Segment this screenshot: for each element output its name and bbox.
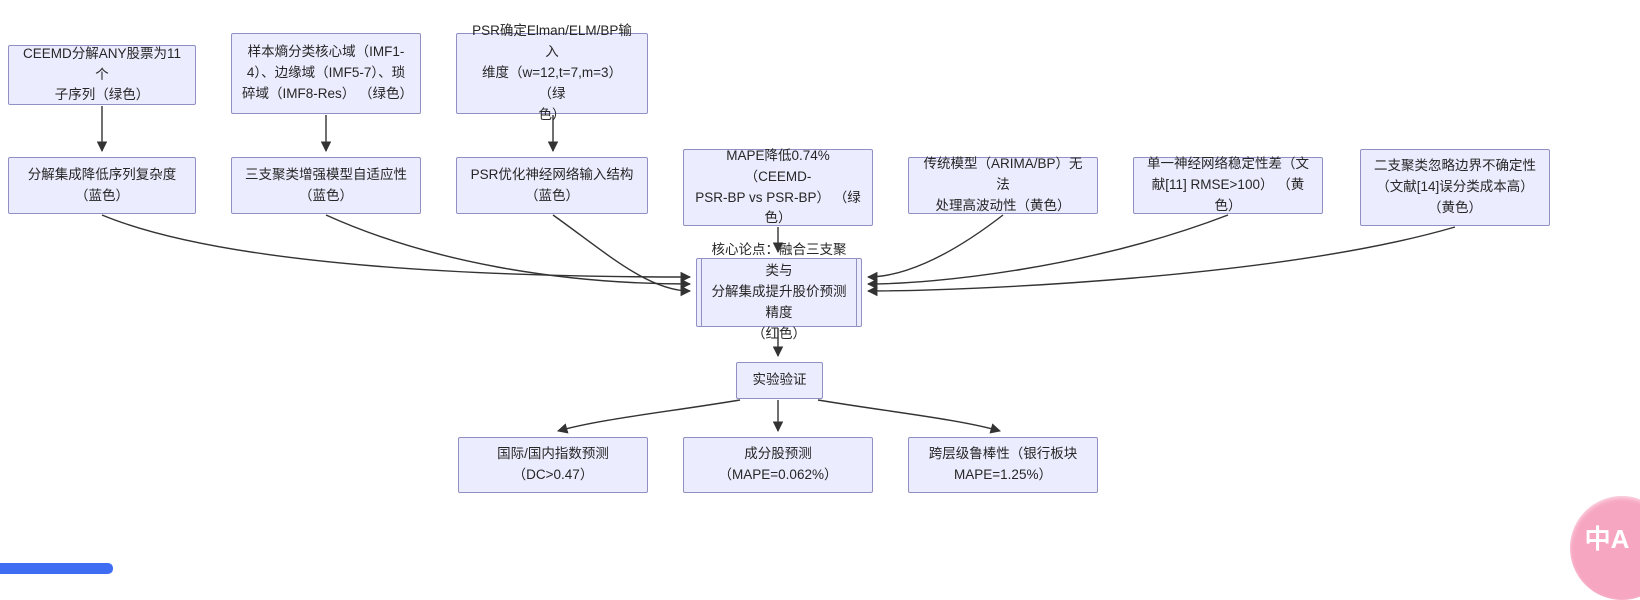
horizontal-scrollbar-thumb[interactable] <box>0 563 113 574</box>
node-label: 三支聚类增强模型自适应性 （蓝色） <box>245 166 407 203</box>
node-index-prediction: 国际/国内指数预测 （DC>0.47） <box>458 437 648 493</box>
node-sample-entropy: 样本熵分类核心域（IMF1- 4）、边缘域（IMF5-7）、琐 碎域（IMF8-… <box>231 33 421 114</box>
node-label: PSR优化神经网络输入结构 （蓝色） <box>470 166 634 203</box>
edge-j-k <box>866 226 1456 297</box>
node-psr-dimension: PSR确定Elman/ELM/BP输入 维度（w=12,t=7,m=3） （绿 … <box>456 23 648 122</box>
node-ceemd-decompose: CEEMD分解ANY股票为11个 子序列（绿色） <box>8 45 196 105</box>
node-label: 核心论点：融合三支聚类与 分解集成提升股价预测精度 （红色） <box>711 242 847 341</box>
node-label: 分解集成降低序列复杂度 （蓝色） <box>27 166 177 203</box>
node-label: MAPE降低0.74%（CEEMD- PSR-BP vs PSR-BP） （绿 … <box>695 147 861 226</box>
edge-f-k <box>552 214 692 297</box>
edge-l-m <box>556 399 741 434</box>
node-label: CEEMD分解ANY股票为11个 子序列（绿色） <box>22 45 182 103</box>
node-label: PSR确定Elman/ELM/BP输入 维度（w=12,t=7,m=3） （绿 … <box>472 23 632 122</box>
edge-l-o <box>817 399 1002 434</box>
edge-d-k <box>101 214 692 283</box>
node-component-stock: 成分股预测 （MAPE=0.062%） <box>683 437 873 493</box>
node-experiment: 实验验证 <box>736 362 823 399</box>
node-mape-reduce: MAPE降低0.74%（CEEMD- PSR-BP vs PSR-BP） （绿 … <box>683 148 873 226</box>
node-single-network: 单一神经网络稳定性差（文 献[11] RMSE>100） （黄色） <box>1133 156 1323 214</box>
node-three-way-clustering: 三支聚类增强模型自适应性 （蓝色） <box>231 157 421 214</box>
node-label: 样本熵分类核心域（IMF1- 4）、边缘域（IMF5-7）、琐 碎域（IMF8-… <box>242 44 414 101</box>
node-label: 成分股预测 （MAPE=0.062%） <box>718 446 838 482</box>
edge-e-k <box>325 214 692 290</box>
node-cross-level: 跨层级鲁棒性（银行板块 MAPE=1.25%） <box>908 437 1098 493</box>
node-label: 国际/国内指数预测 （DC>0.47） <box>497 446 609 482</box>
translate-icon: 中A <box>1584 523 1630 554</box>
flowchart-canvas: CEEMD分解ANY股票为11个 子序列（绿色） 样本熵分类核心域（IMF1- … <box>0 23 1640 600</box>
node-traditional-model: 传统模型（ARIMA/BP）无法 处理高波动性（黄色） <box>908 156 1098 214</box>
edge-h-k <box>866 214 1004 283</box>
node-core-thesis: 核心论点：融合三支聚类与 分解集成提升股价预测精度 （红色） <box>696 242 862 341</box>
node-label: 实验验证 <box>752 372 807 388</box>
node-label: 跨层级鲁棒性（银行板块 MAPE=1.25%） <box>928 446 1078 482</box>
node-label: 单一神经网络稳定性差（文 献[11] RMSE>100） （黄色） <box>1147 156 1309 213</box>
node-psr-optimize: PSR优化神经网络输入结构 （蓝色） <box>456 157 648 214</box>
edge-i-k <box>866 214 1229 290</box>
flow-arrows <box>96 106 1456 434</box>
node-two-way-clustering: 二支聚类忽略边界不确定性 （文献[14]误分类成本高） （黄色） <box>1360 149 1550 226</box>
node-label: 二支聚类忽略边界不确定性 （文献[14]误分类成本高） （黄色） <box>1374 158 1536 215</box>
node-decompose-ensemble: 分解集成降低序列复杂度 （蓝色） <box>8 157 196 214</box>
node-label: 传统模型（ARIMA/BP）无法 处理高波动性（黄色） <box>923 156 1083 213</box>
